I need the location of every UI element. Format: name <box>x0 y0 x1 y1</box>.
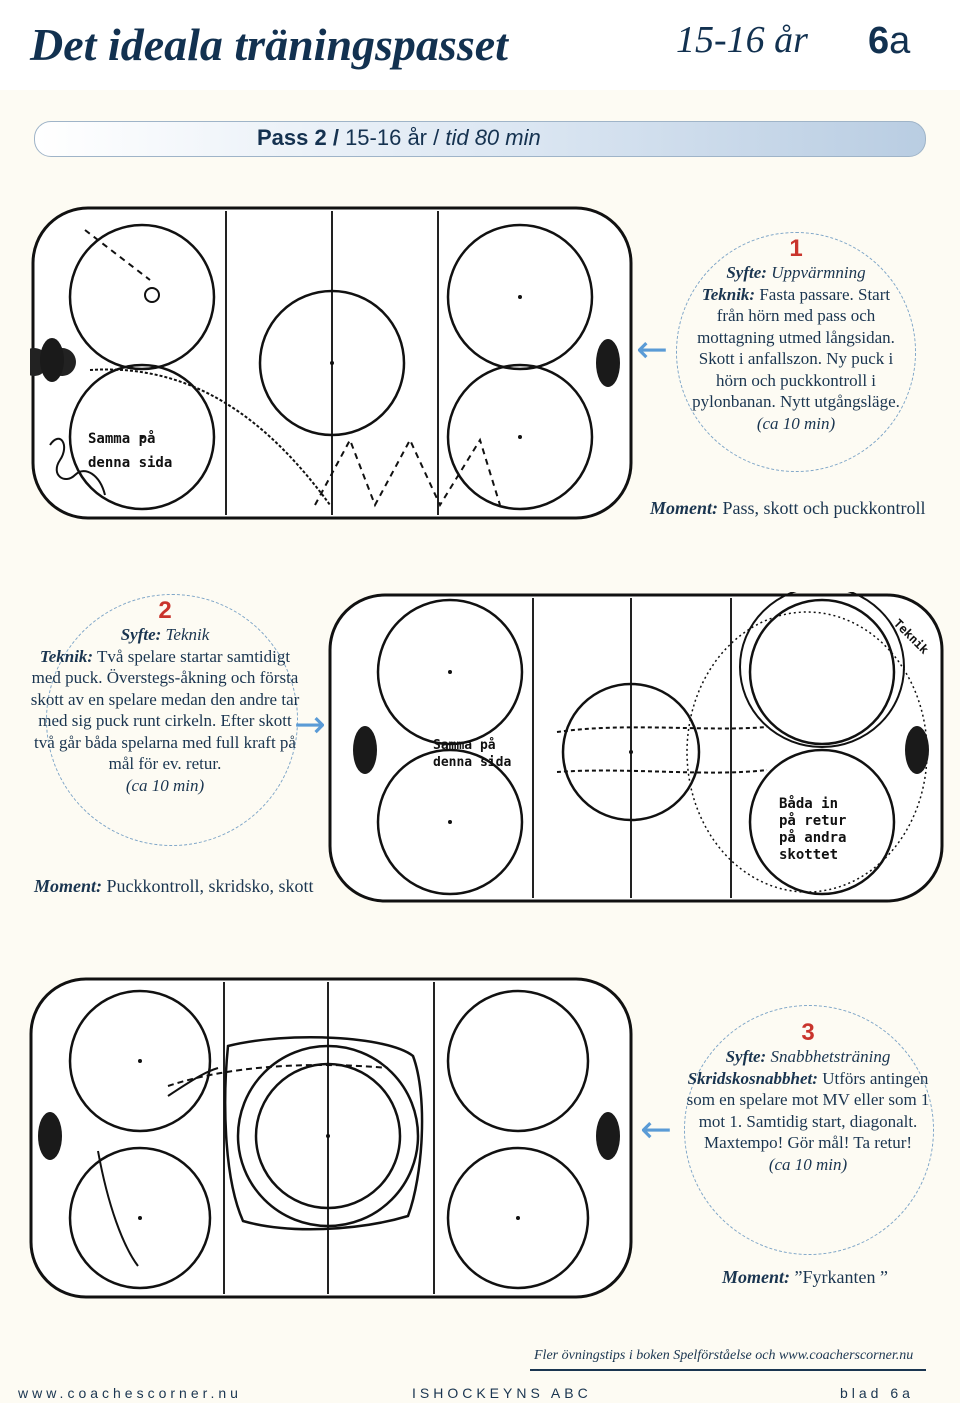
rink-diagram-drill-2: Samma på denna sida Teknik Båda in på re… <box>328 592 944 903</box>
rink-diagram-drill-3 <box>29 977 633 1299</box>
drill-3-time: (ca 10 min) <box>768 1154 848 1174</box>
drill-1-moment: Moment: Pass, skott och puckkontroll <box>650 498 926 519</box>
drill-2-syfte: Syfte: Teknik <box>121 625 210 644</box>
page-number-suffix: a <box>889 20 911 62</box>
drill-2-moment: Moment: Puckkontroll, skridsko, skott <box>34 876 314 897</box>
rink-diagram-drill-1: Samma på denna sida <box>30 206 633 520</box>
drill-3-moment-value: ”Fyrkanten ” <box>790 1267 888 1287</box>
drill-2-teknik-value: Två spelare startar samtidigt med puck. … <box>30 646 300 774</box>
drill-1-teknik-value: Fasta passare. Start från hörn med pass … <box>692 284 900 412</box>
drill-3-info-circle <box>684 1005 934 1255</box>
drill-1-syfte-value: Uppvärmning <box>766 263 866 282</box>
footer-page-label: blad 6a <box>840 1385 914 1401</box>
header-bar <box>0 0 960 90</box>
drill-1-time: (ca 10 min) <box>756 413 836 433</box>
drill-3-moment: Moment: ”Fyrkanten ” <box>722 1267 888 1288</box>
arrow-right-icon-drill-2: → <box>294 702 326 746</box>
drill-1-moment-label: Moment: <box>650 498 719 518</box>
page-number-digit: 6 <box>868 20 890 62</box>
drill-2-text-line-6: skottet <box>779 847 838 863</box>
drill-2-syfte-label: Syfte: <box>120 625 162 644</box>
drill-1-syfte: Syfte: Uppvärmning <box>726 263 865 282</box>
session-banner-text: Pass 2 / 15-16 år / tid 80 min <box>257 123 541 153</box>
drill-2-text-line-4: på retur <box>779 812 846 829</box>
drill-2-moment-value: Puckkontroll, skridsko, skott <box>102 876 314 896</box>
drill-3-teknik-value: Utförs antingen som en spelare mot MV el… <box>686 1068 930 1153</box>
banner-pass: Pass 2 / <box>257 125 339 150</box>
drill-3-number: 3 <box>801 1019 815 1046</box>
drill-2-teknik-label: Teknik: <box>39 646 94 666</box>
arrow-left-icon-drill-1: ← <box>636 327 668 371</box>
age-group-title: 15-16 år <box>676 19 808 61</box>
drill-2-text-line-1: Samma på <box>433 738 496 753</box>
drill-1-number: 1 <box>789 235 803 262</box>
drill-1-text-line-2: denna sida <box>88 455 172 471</box>
session-banner <box>34 121 926 157</box>
drill-3-syfte: Syfte: Snabbhetsträning <box>726 1047 891 1066</box>
drill-3-info: 3 Syfte: Snabbhetsträning Skridskosnabbh… <box>684 1020 932 1175</box>
drill-1-teknik-label: Teknik: <box>701 284 756 304</box>
footer-website: www.coachescorner.nu <box>18 1385 242 1401</box>
drill-1-text-line-1: Samma på <box>88 430 155 447</box>
drill-2-syfte-value: Teknik <box>161 625 210 644</box>
banner-age: 15-16 år / <box>338 125 446 150</box>
drill-2-text-line-5: på andra <box>779 829 846 846</box>
drill-2-text-line-2: denna sida <box>433 755 511 770</box>
drill-1-info-circle <box>676 232 916 472</box>
drill-3-syfte-label: Syfte: <box>725 1047 767 1066</box>
drill-3-syfte-value: Snabbhetsträning <box>766 1047 891 1066</box>
page-number: 6a <box>868 20 910 63</box>
drill-2-info-circle <box>46 594 298 846</box>
drill-1-moment-value: Pass, skott och puckkontroll <box>718 498 926 518</box>
tip-divider <box>530 1369 926 1371</box>
page-title: Det ideala träningspasset <box>30 19 508 70</box>
drill-3-teknik-label: Skridskosnabbhet: <box>687 1068 818 1088</box>
drill-3-moment-label: Moment: <box>722 1267 791 1287</box>
drill-1-info: 1 Syfte: Uppvärmning Teknik: Fasta passa… <box>690 236 902 434</box>
footer-center-title: ISHOCKEYNS ABC <box>412 1385 592 1401</box>
arrow-left-icon-drill-3: ← <box>640 1107 672 1151</box>
drill-2-time: (ca 10 min) <box>125 775 205 795</box>
tip-text: Fler övningstips i boken Spelförståelse … <box>534 1348 914 1363</box>
drill-2-number: 2 <box>158 597 172 624</box>
drill-2-text-line-3: Båda in <box>779 795 838 812</box>
drill-1-syfte-label: Syfte: <box>726 263 767 282</box>
banner-time: tid 80 min <box>445 125 541 150</box>
drill-2-info: 2 Syfte: Teknik Teknik: Två spelare star… <box>30 598 300 796</box>
drill-2-moment-label: Moment: <box>34 876 103 896</box>
